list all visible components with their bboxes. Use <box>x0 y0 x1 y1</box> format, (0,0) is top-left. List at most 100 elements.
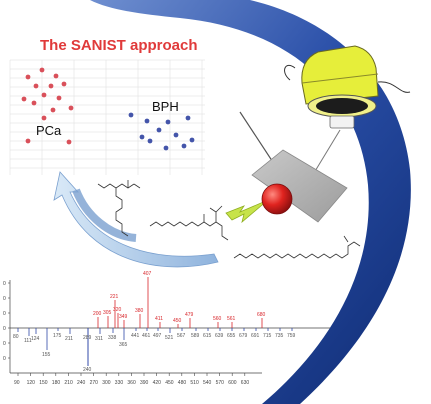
title: The SANIST approach <box>40 37 198 54</box>
spectrum-peak-label: 450 <box>173 318 182 324</box>
spectrum-y-tick: 0 <box>3 281 6 287</box>
spectrum-x-tick: 210 <box>64 380 73 386</box>
pca-dot <box>31 100 37 106</box>
bph-dot <box>147 138 153 144</box>
spectrum-peak-label: 691 <box>251 333 260 339</box>
spectrum-peak-label: 461 <box>142 333 151 339</box>
spectrum-x-tick: 300 <box>102 380 111 386</box>
spectrum-peak-label: 365 <box>119 342 128 348</box>
pca-dot <box>66 139 72 145</box>
spectrum-y-tick: 0 <box>3 341 6 347</box>
spectrum-x-tick: 330 <box>115 380 124 386</box>
bph-dot <box>181 143 187 149</box>
spectrum-peak-label: 320 <box>113 307 122 313</box>
spectrum-peak-label: 521 <box>165 335 174 341</box>
spectrum-y-tick: 0 <box>3 326 6 332</box>
spectrum-y-tick: 0 <box>3 356 6 362</box>
ion-source-icon <box>284 45 411 129</box>
spectrum-peak-label: 200 <box>93 311 102 317</box>
feedback-arrows <box>53 171 219 268</box>
spectrum-peak-label: 680 <box>257 312 266 318</box>
spectrum-x-tick: 90 <box>14 380 20 386</box>
pca-dot <box>68 105 74 111</box>
spectrum-peak-label: 615 <box>203 333 212 339</box>
spectrum-peak-label: 338 <box>108 335 117 341</box>
pca-dot <box>25 138 31 144</box>
green-arrow-icon <box>225 199 269 224</box>
spectrum-x-tick: 510 <box>190 380 199 386</box>
pca-dot <box>33 83 39 89</box>
pca-dot <box>48 83 54 89</box>
spectrum-peak-label: 715 <box>263 333 272 339</box>
sample-plate <box>251 149 348 223</box>
spectrum-peak-label: 175 <box>53 333 62 339</box>
spectrum-y-tick: 0 <box>3 311 6 317</box>
spectrum-peak-label: 560 <box>213 316 222 322</box>
spectrum-y-tick: 0 <box>3 296 6 302</box>
spectrum-x-tick: 360 <box>127 380 136 386</box>
spectrum-x-tick: 150 <box>39 380 48 386</box>
bph-cluster <box>128 112 195 151</box>
bph-dot <box>156 127 162 133</box>
spectrum-x-tick: 540 <box>203 380 212 386</box>
spectrum-peak-label: 655 <box>227 333 236 339</box>
spectrum-x-tick: 270 <box>90 380 99 386</box>
grid-background <box>9 59 205 175</box>
spectrum-x-tick: 570 <box>216 380 225 386</box>
spectrum-peak-label: 639 <box>215 333 224 339</box>
spectrum-peak-label: 561 <box>227 316 236 322</box>
spectrum-peak-label: 589 <box>191 333 200 339</box>
molecule-structure-1 <box>97 180 141 237</box>
spectrum-peak-label: 111 <box>24 338 32 344</box>
spectrum-peak-label: 380 <box>135 308 144 314</box>
bph-dot <box>163 145 169 151</box>
spectrum-x-tick: 240 <box>77 380 86 386</box>
spectrum-x-tick: 120 <box>27 380 36 386</box>
spectrum-peak-label: 567 <box>177 333 186 339</box>
spectrum-peak-label: 735 <box>275 333 284 339</box>
spectrum-peak-label: 311 <box>95 336 103 342</box>
spectrum-peak-label: 441 <box>131 333 140 339</box>
bph-label: BPH <box>152 99 179 114</box>
spectrum-peak-label: 221 <box>110 294 119 300</box>
molecule-structure-3 <box>233 235 361 259</box>
bph-dot <box>144 118 150 124</box>
spectrum-peak-label: 497 <box>153 333 162 339</box>
spectrum-peak-label: 124 <box>31 336 40 342</box>
spectrum-x-tick: 630 <box>241 380 250 386</box>
bph-dot <box>128 112 134 118</box>
spectrum-peak-label: 305 <box>103 310 112 316</box>
pca-dot <box>41 115 47 121</box>
pca-dot <box>39 67 45 73</box>
pca-dot <box>61 81 67 87</box>
bph-dot <box>139 134 145 140</box>
spectrum-peak-label: 759 <box>287 333 296 339</box>
spectrum-x-tick: 420 <box>153 380 162 386</box>
pca-dot <box>50 107 56 113</box>
pca-dot <box>21 96 27 102</box>
spectrum-peak-label: 349 <box>119 314 128 320</box>
pca-dot <box>41 92 47 98</box>
spectrum-peak-label: 155 <box>42 352 51 358</box>
spectrum-peak-label: 80 <box>13 334 19 340</box>
pca-label: PCa <box>36 123 62 138</box>
bph-dot <box>165 119 171 125</box>
red-droplet-icon <box>261 183 293 215</box>
bph-dot <box>189 137 195 143</box>
spectrum-x-tick: 450 <box>165 380 174 386</box>
bph-dot <box>185 115 191 121</box>
spectrum-peak-label: 407 <box>143 271 152 277</box>
spectrum-peak-label: 289 <box>83 335 92 341</box>
spectrum-peak-label: 679 <box>239 333 248 339</box>
pca-dot <box>25 74 31 80</box>
bph-dot <box>173 132 179 138</box>
spectrum-x-tick: 390 <box>140 380 149 386</box>
spectrum-peak-label: 411 <box>155 316 163 322</box>
molecule-structure-2 <box>149 205 229 241</box>
spectrum-peak-label: 479 <box>185 312 194 318</box>
pca-dot <box>53 73 59 79</box>
pca-cluster <box>21 67 74 145</box>
